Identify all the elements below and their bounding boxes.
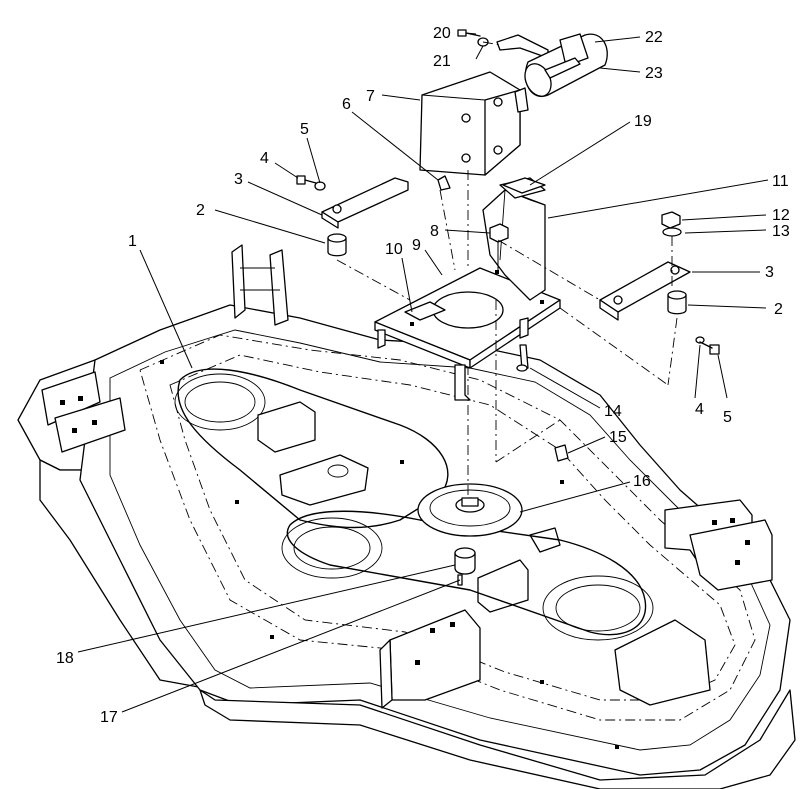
mower-deck [17, 244, 796, 789]
callout-1: 1 [128, 233, 137, 250]
callout-6: 6 [342, 96, 351, 113]
callout-2-left: 2 [196, 202, 205, 219]
callout-19: 19 [634, 113, 652, 130]
callout-3-left: 3 [234, 171, 243, 188]
capacitor [524, 33, 608, 98]
callout-16: 16 [633, 473, 651, 490]
callout-21: 21 [433, 53, 451, 70]
callout-4-left: 4 [260, 150, 269, 167]
callout-22: 22 [645, 29, 663, 46]
callout-17: 17 [100, 709, 118, 726]
callout-10: 10 [385, 241, 403, 258]
nut-12 [661, 211, 681, 229]
callout-2-right: 2 [774, 301, 783, 318]
callout-18: 18 [56, 650, 74, 667]
callout-23: 23 [645, 65, 663, 82]
callout-8: 8 [430, 223, 439, 240]
callout-20: 20 [433, 25, 451, 42]
mount-plate [374, 267, 561, 401]
key [437, 175, 451, 191]
callout-3-right: 3 [765, 264, 774, 281]
callout-15: 15 [609, 429, 627, 446]
bracket-3-left [321, 177, 409, 229]
electric-clutch [419, 71, 529, 270]
bolt-15 [554, 444, 569, 462]
callout-13: 13 [772, 223, 790, 240]
callout-5-left: 5 [300, 121, 309, 138]
nut-8 [489, 223, 509, 270]
bracket-3-right [599, 261, 691, 321]
spacer-2-right [667, 290, 687, 315]
screw-4-right [695, 336, 705, 344]
callout-4-right: 4 [695, 401, 704, 418]
drive-pulley [417, 483, 523, 537]
spacer-2-left [327, 233, 347, 257]
pulley-sleeve [454, 547, 476, 586]
clamp-bracket [496, 34, 549, 59]
callout-5-right: 5 [723, 409, 732, 426]
washer-13 [662, 227, 682, 237]
bolt-14 [516, 344, 529, 372]
callout-11: 11 [772, 173, 789, 190]
callout-14: 14 [604, 403, 622, 420]
assembly-lines [336, 41, 678, 463]
screw-5-right [699, 341, 720, 355]
leader-lines [77, 32, 769, 713]
callout-7: 7 [366, 88, 375, 105]
screw-4-left [296, 175, 317, 185]
callout-12: 12 [772, 207, 790, 224]
callout-labels: 1 2 2 3 3 4 4 5 5 6 7 8 9 10 11 12 13 14… [56, 25, 790, 726]
callout-9: 9 [412, 237, 421, 254]
washer-5-left [314, 181, 326, 191]
